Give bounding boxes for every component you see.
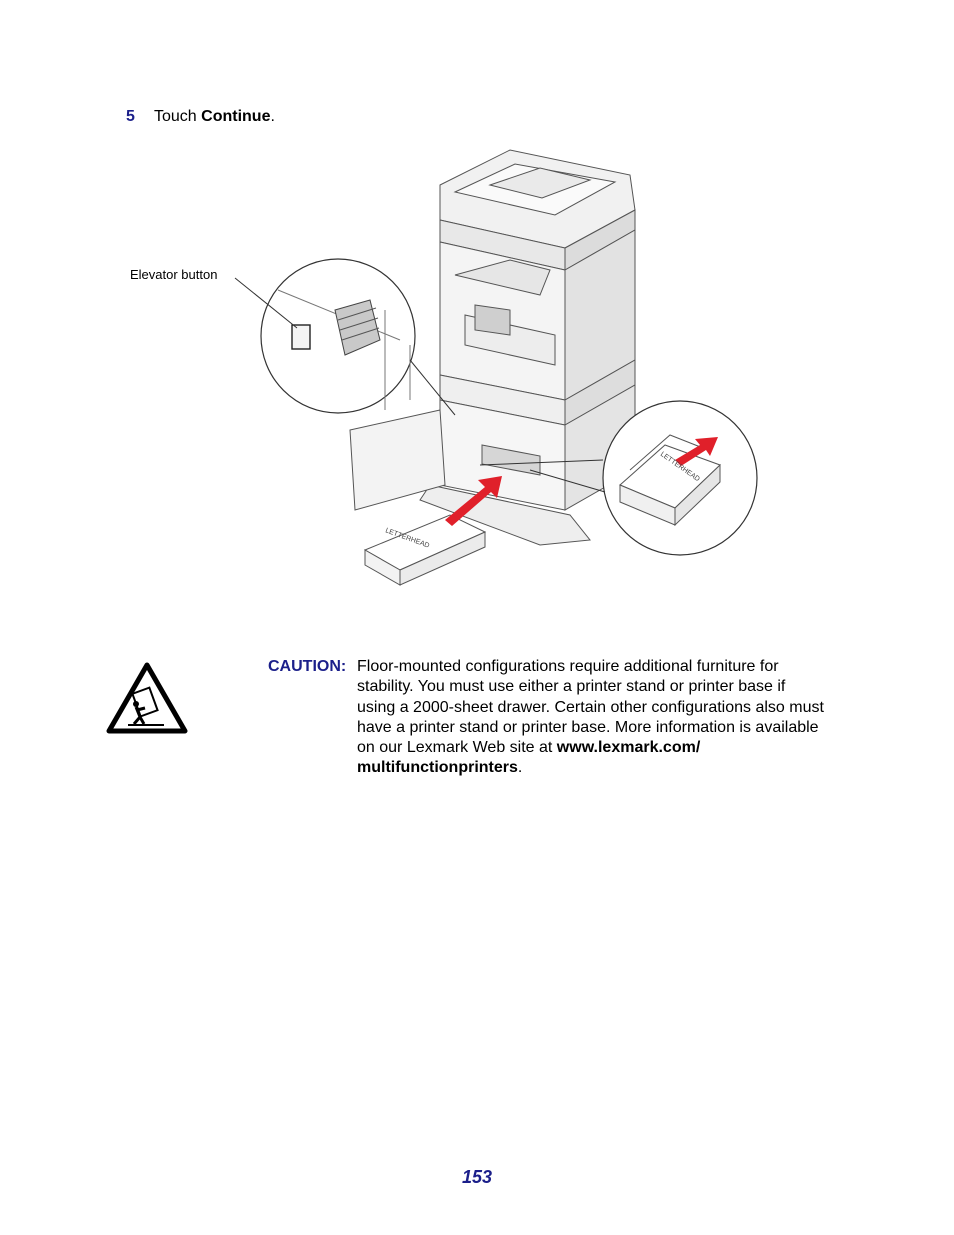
caution-end: . bbox=[517, 759, 523, 777]
elevator-button bbox=[291, 324, 311, 350]
continue-keyword: Continue bbox=[201, 108, 271, 125]
step-prefix: Touch bbox=[154, 108, 202, 125]
lexmark-link-part1: www.lexmark.com/ bbox=[556, 739, 701, 757]
caution-body: Floor-mounted configurations require add… bbox=[357, 658, 824, 757]
callout-label: Elevator button bbox=[130, 267, 217, 282]
lexmark-link-part2: multifunctionprinters bbox=[357, 759, 518, 777]
printer-illustration: LETTERHEAD Elevator button LETTERHEAD bbox=[130, 149, 758, 586]
insert-arrow bbox=[445, 476, 502, 526]
page-number: 153 bbox=[461, 1167, 493, 1187]
paper-insert-callout bbox=[479, 400, 758, 556]
step-suffix: . bbox=[270, 108, 275, 125]
step-number: 5 bbox=[126, 108, 135, 125]
tip-over-warning-icon bbox=[106, 662, 188, 734]
caution-text: Floor-mounted configurations require add… bbox=[357, 657, 827, 779]
elevator-button-callout bbox=[260, 258, 456, 416]
step-instruction: 5 Touch Continue. bbox=[126, 107, 275, 127]
caution-label: CAUTION: bbox=[268, 658, 347, 675]
insert-arrow-small bbox=[675, 437, 718, 466]
